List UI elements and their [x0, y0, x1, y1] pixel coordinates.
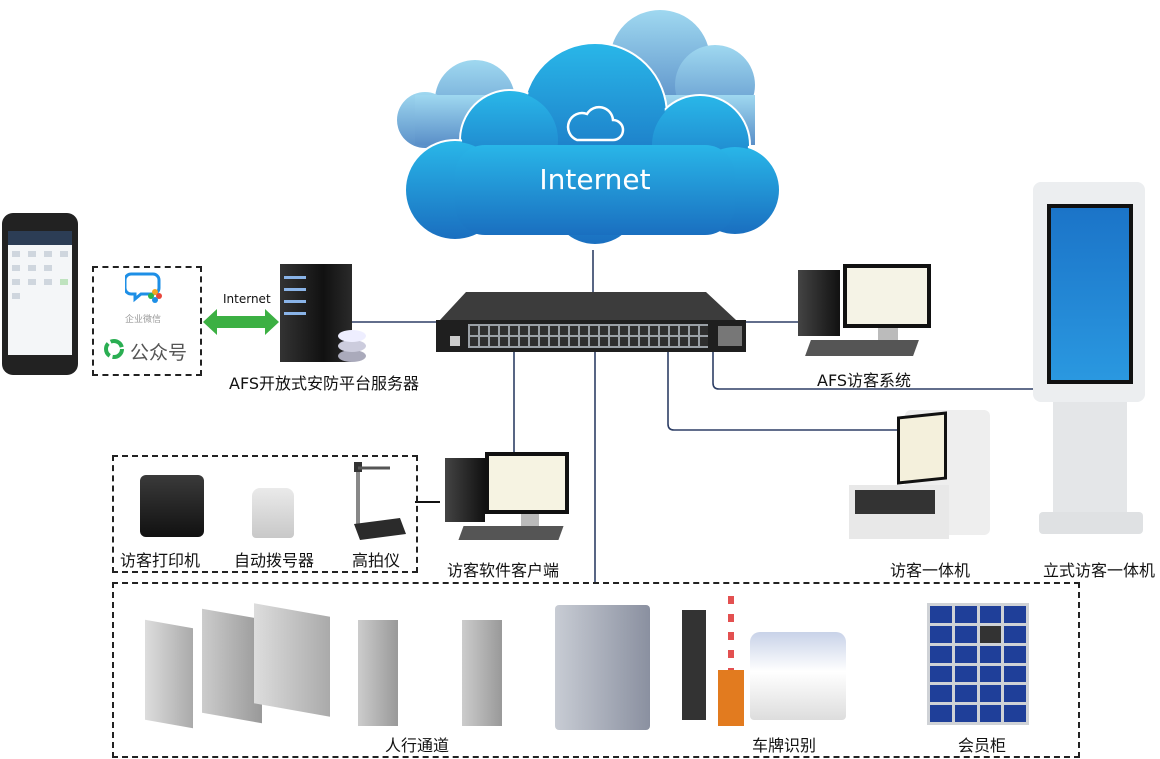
switch-port	[550, 337, 558, 346]
mobile-phone	[2, 213, 78, 375]
switch-port	[670, 326, 678, 335]
switch-port	[520, 326, 528, 335]
switch-port	[560, 337, 568, 346]
cloud-label: Internet	[539, 163, 651, 196]
internet-cloud: Internet	[395, 5, 795, 255]
switch-port	[620, 337, 628, 346]
pedestrian-passage-label: 人行通道	[385, 736, 450, 755]
license-plate-label: 车牌识别	[752, 736, 817, 755]
switch-port	[630, 337, 638, 346]
switch-port	[570, 326, 578, 335]
switch-port	[480, 326, 488, 335]
switch-port	[580, 326, 588, 335]
switch-port	[610, 326, 618, 335]
switch-port	[490, 326, 498, 335]
switch-port	[550, 326, 558, 335]
switch-port	[700, 337, 708, 346]
switch-port	[560, 326, 568, 335]
switch-port	[640, 337, 648, 346]
tripod-turnstile-icon	[555, 605, 650, 730]
wecom-label: 企业微信	[125, 315, 162, 325]
switch-port	[530, 337, 538, 346]
standing-kiosk	[1033, 182, 1145, 554]
printer-label: 访客打印机	[120, 551, 201, 570]
visitor-kiosk-label: 访客一体机	[890, 561, 971, 580]
official-account-label: 公众号	[130, 342, 188, 364]
switch-port	[480, 337, 488, 346]
switch-port	[540, 326, 548, 335]
visitor-client-label: 访客软件客户端	[447, 561, 560, 580]
switch-port	[500, 337, 508, 346]
switch-port	[570, 337, 578, 346]
switch-port	[520, 337, 528, 346]
switch-port	[670, 337, 678, 346]
turnstile-icon	[140, 603, 520, 730]
peripherals-group	[112, 455, 418, 573]
internet-link-label: Internet	[223, 292, 271, 306]
printer-icon	[140, 475, 204, 537]
switch-port	[530, 326, 538, 335]
afs-visitor-system-label: AFS访客系统	[817, 371, 912, 390]
visitor-client-pc	[437, 450, 572, 550]
afs-visitor-system-pc	[798, 262, 933, 362]
switch-port	[660, 326, 668, 335]
cloud-icon	[566, 105, 625, 142]
switch-port	[650, 326, 658, 335]
phone-screen	[8, 231, 72, 355]
server-label: AFS开放式安防平台服务器	[229, 374, 420, 393]
switch-port	[600, 337, 608, 346]
switch-port	[680, 337, 688, 346]
switch-to-visitor-kiosk-line	[667, 352, 905, 431]
document-camera-label: 高拍仪	[352, 551, 401, 570]
switch-ports	[470, 326, 708, 346]
switch-port	[580, 337, 588, 346]
switch-port	[470, 337, 478, 346]
switch-port	[490, 337, 498, 346]
switch-port	[690, 326, 698, 335]
switch-port	[650, 337, 658, 346]
switch-port	[470, 326, 478, 335]
switch-port	[540, 337, 548, 346]
network-switch	[436, 292, 746, 354]
access-devices-group	[112, 582, 1080, 758]
social-apps-group	[92, 266, 202, 376]
switch-port	[620, 326, 628, 335]
locker-icon	[927, 603, 1029, 725]
auto-dialer-label: 自动拨号器	[234, 551, 315, 570]
switch-port	[690, 337, 698, 346]
switch-port	[660, 337, 668, 346]
switch-port	[610, 337, 618, 346]
switch-port	[700, 326, 708, 335]
switch-port	[510, 326, 518, 335]
switch-port	[510, 337, 518, 346]
switch-port	[640, 326, 648, 335]
auto-dialer-icon	[252, 488, 294, 538]
visitor-kiosk	[845, 400, 995, 550]
switch-port	[630, 326, 638, 335]
switch-to-standing-kiosk-line	[712, 352, 1050, 390]
switch-port	[600, 326, 608, 335]
switch-port	[590, 337, 598, 346]
switch-port	[590, 326, 598, 335]
member-locker-label: 会员柜	[958, 736, 1007, 755]
standing-kiosk-label: 立式访客一体机	[1043, 561, 1156, 580]
switch-port	[500, 326, 508, 335]
license-plate-recognition-icon	[678, 582, 848, 727]
switch-port	[680, 326, 688, 335]
